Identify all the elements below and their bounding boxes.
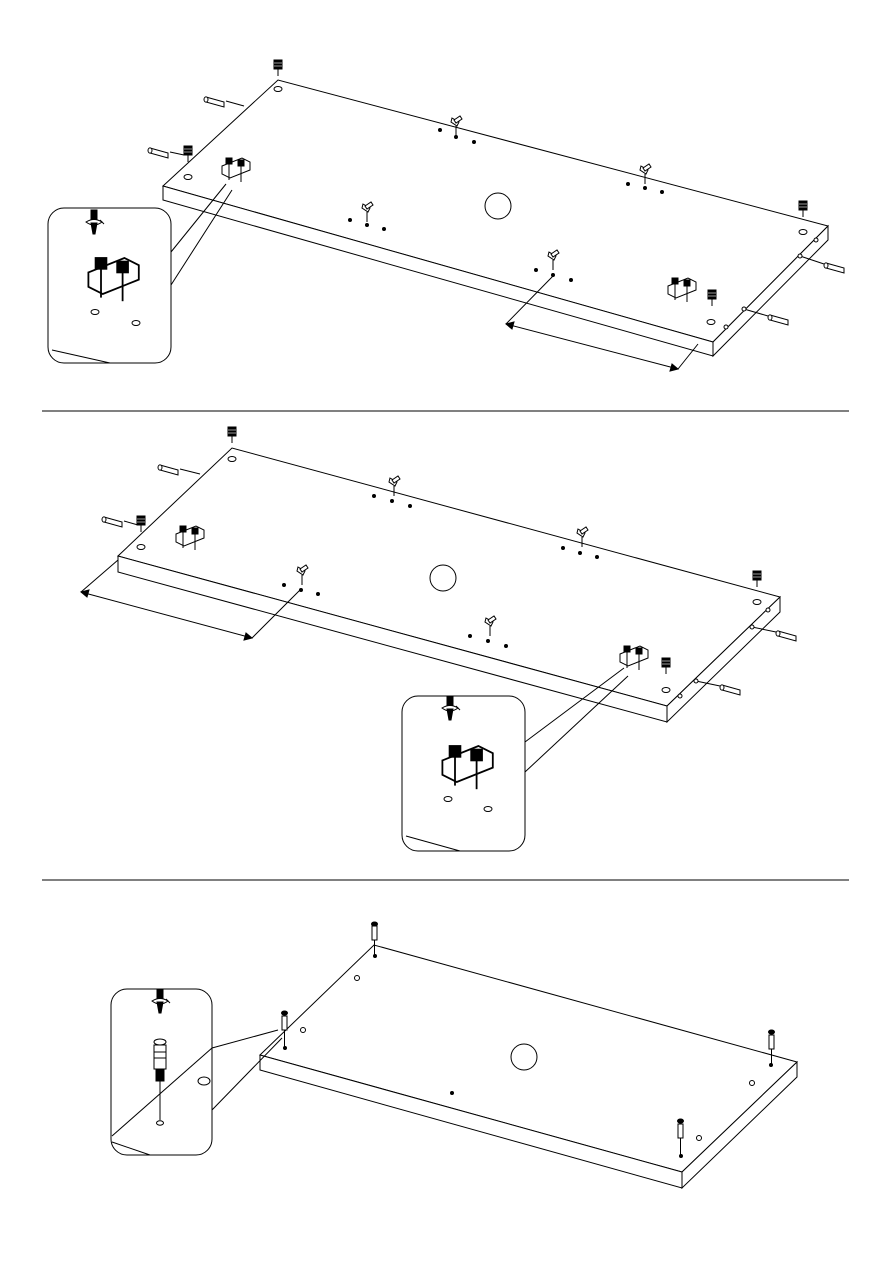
cam-lock-icon bbox=[753, 571, 761, 587]
part-label-circle-c bbox=[511, 1044, 537, 1070]
wooden-dowel-icon bbox=[148, 148, 168, 158]
cam-lock-icon bbox=[184, 146, 192, 162]
part-label-circle-b bbox=[430, 565, 456, 591]
wooden-dowel-icon bbox=[776, 631, 796, 641]
cam-lock-icon bbox=[799, 201, 807, 217]
wooden-dowel-icon bbox=[824, 263, 844, 273]
cam-lock-icon bbox=[228, 427, 236, 443]
panel-step-a bbox=[48, 60, 844, 371]
part-label-circle-a bbox=[485, 193, 511, 219]
wooden-dowel-icon bbox=[204, 97, 224, 107]
wooden-dowel-icon bbox=[768, 315, 788, 325]
cam-lock-icon bbox=[137, 516, 145, 532]
cam-lock-icon bbox=[274, 60, 282, 76]
panel-step-b bbox=[81, 427, 796, 851]
wooden-dowel-icon bbox=[720, 685, 740, 695]
wooden-dowel-icon bbox=[158, 465, 178, 475]
panel-step-c bbox=[111, 922, 797, 1188]
wooden-dowel-icon bbox=[102, 517, 122, 527]
